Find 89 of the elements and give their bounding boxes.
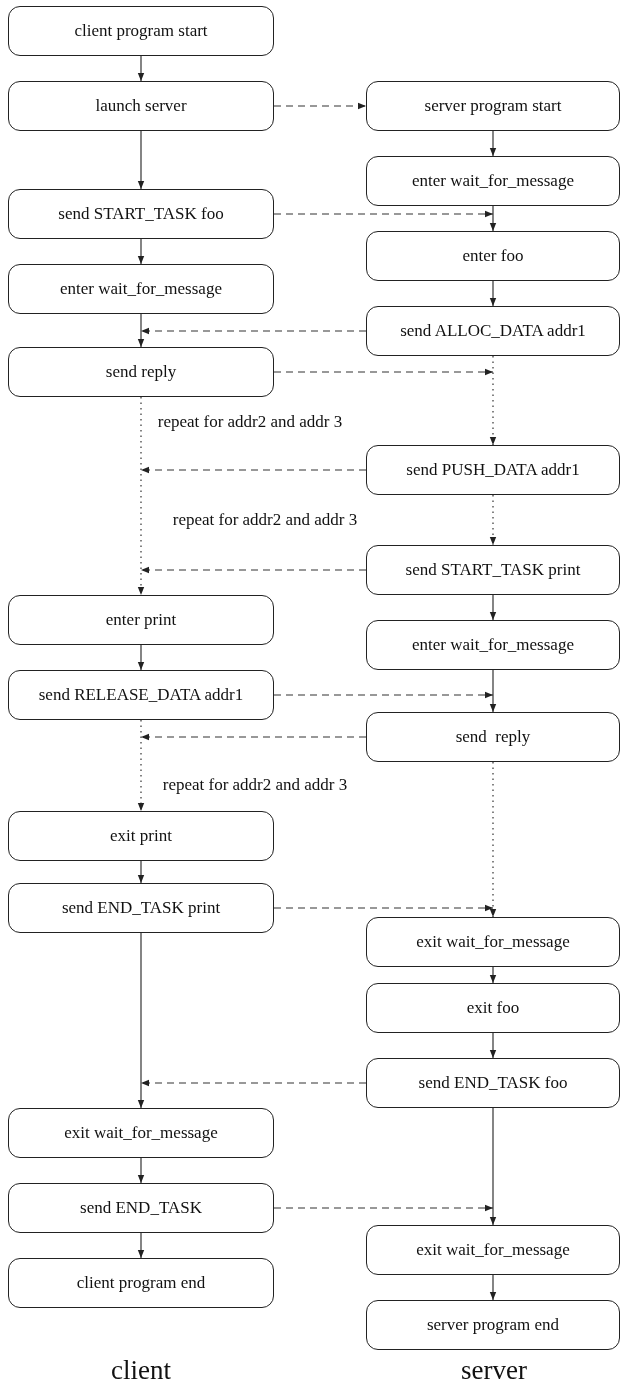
arrow (137, 1157, 145, 1184)
arrow (489, 761, 497, 918)
process-box (8, 1183, 274, 1233)
box-label: server program start (424, 96, 562, 116)
box-label: send END_TASK (80, 1198, 202, 1218)
arrow (140, 1079, 367, 1087)
arrow (137, 1232, 145, 1259)
arrow (489, 130, 497, 157)
arrow (137, 130, 145, 190)
arrow (489, 1274, 497, 1301)
box-label: client program end (76, 1273, 206, 1293)
arrow (273, 904, 494, 912)
box-label: send RELEASE_DATA addr1 (38, 685, 244, 705)
arrow (140, 566, 367, 574)
box-label: send END_TASK foo (418, 1073, 568, 1093)
box-label: send START_TASK print (405, 560, 581, 580)
box-label: client program start (74, 21, 208, 41)
process-box (8, 347, 274, 397)
arrow (489, 966, 497, 984)
arrow (273, 1204, 494, 1212)
process-box (8, 883, 274, 933)
process-box (8, 1258, 274, 1308)
process-box (366, 712, 620, 762)
arrow (140, 733, 367, 741)
process-box (366, 983, 620, 1033)
arrow (137, 932, 145, 1109)
box-label: send ALLOC_DATA addr1 (400, 321, 586, 341)
lane-label: client (111, 1355, 171, 1386)
box-label: exit wait_for_message (416, 932, 570, 952)
process-box (8, 264, 274, 314)
arrow (273, 368, 494, 376)
arrow (489, 494, 497, 546)
arrow (137, 396, 145, 596)
box-label: exit wait_for_message (416, 1240, 570, 1260)
arrow (140, 327, 367, 335)
process-box (366, 620, 620, 670)
process-box (366, 545, 620, 595)
arrow (137, 644, 145, 671)
box-label: send reply (455, 727, 531, 747)
arrow (137, 313, 145, 348)
process-box (8, 6, 274, 56)
process-box (366, 445, 620, 495)
process-box (8, 189, 274, 239)
arrow (137, 55, 145, 82)
process-box (366, 231, 620, 281)
note-text: repeat for addr2 and addr 3 (162, 775, 348, 795)
arrow (273, 210, 494, 218)
arrow (137, 860, 145, 884)
box-label: exit wait_for_message (64, 1123, 218, 1143)
box-label: enter print (105, 610, 177, 630)
arrow (137, 238, 145, 265)
process-box (366, 917, 620, 967)
box-label: server program end (426, 1315, 560, 1335)
box-label: send START_TASK foo (58, 204, 224, 224)
process-box (366, 306, 620, 356)
arrow (137, 719, 145, 812)
box-label: send reply (105, 362, 177, 382)
box-label: enter wait_for_message (412, 171, 574, 191)
arrow (489, 355, 497, 446)
note-text: repeat for addr2 and addr 3 (172, 510, 358, 530)
box-label: send END_TASK print (61, 898, 221, 918)
process-box (366, 156, 620, 206)
process-box (366, 81, 620, 131)
process-box (8, 595, 274, 645)
note-text: repeat for addr2 and addr 3 (157, 412, 343, 432)
arrow (140, 466, 367, 474)
lane-label: server (461, 1355, 527, 1386)
process-box (366, 1300, 620, 1350)
arrow (273, 691, 494, 699)
box-label: enter foo (462, 246, 524, 266)
box-label: exit print (110, 826, 172, 846)
arrow (489, 1032, 497, 1059)
process-box (366, 1225, 620, 1275)
arrow (273, 102, 367, 110)
box-label: enter wait_for_message (60, 279, 222, 299)
box-label: send PUSH_DATA addr1 (406, 460, 580, 480)
process-box (366, 1058, 620, 1108)
arrow (489, 669, 497, 713)
arrow (489, 594, 497, 621)
arrow (489, 280, 497, 307)
box-label: exit foo (466, 998, 520, 1018)
arrow (489, 1107, 497, 1226)
arrow (489, 205, 497, 232)
process-box (8, 81, 274, 131)
process-box (8, 670, 274, 720)
process-box (8, 1108, 274, 1158)
box-label: launch server (95, 96, 187, 116)
process-box (8, 811, 274, 861)
box-label: enter wait_for_message (412, 635, 574, 655)
